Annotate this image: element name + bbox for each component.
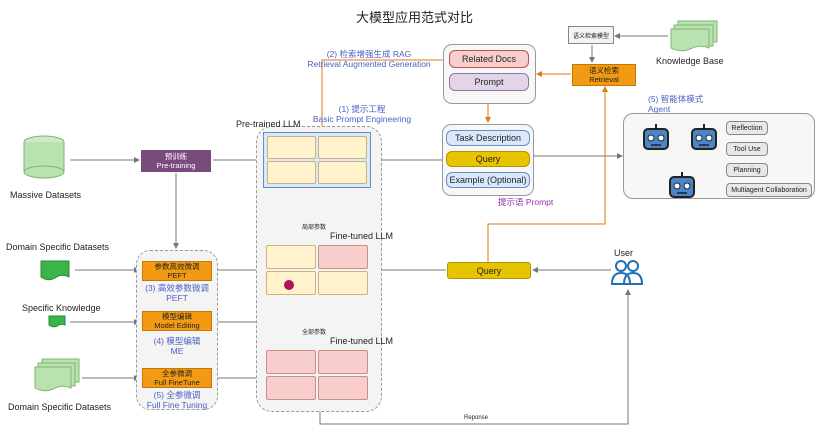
pretrained-llm-label: Pre-trained LLM [236, 119, 301, 129]
specific-knowledge-label: Specific Knowledge [22, 303, 101, 313]
fft-annotation-cn: (5) 全参微调 [153, 390, 201, 400]
massive-datasets-label: Massive Datasets [10, 190, 82, 200]
reflection-box[interactable]: Reflection [726, 121, 768, 135]
massive-datasets-icon [22, 135, 66, 179]
rag-annotation-cn: (2) 检索增强生成 RAG [326, 49, 412, 59]
peft-llm-model[interactable] [263, 242, 371, 298]
peft-box[interactable]: 参数高效微调 PEFT [142, 261, 212, 281]
knowledge-base-icon [670, 20, 718, 54]
partial-params-label: 局部参数 [302, 225, 327, 231]
bpe-annotation: (1) 提示工程 Basic Prompt Engineering [312, 104, 412, 124]
document-icon-2 [48, 315, 66, 329]
pretrained-cell [318, 161, 367, 184]
fft-en: Full FineTune [154, 378, 200, 387]
retrieval-en: Retrieval [589, 75, 619, 84]
full-finetune-box[interactable]: 全参微调 Full FineTune [142, 368, 212, 388]
user-icon[interactable] [610, 258, 644, 286]
me-annotation-en: ME [170, 346, 184, 356]
task-description-box[interactable]: Task Description [446, 130, 530, 146]
rag-annotation: (2) 检索增强生成 RAG Retrieval Augmented Gener… [302, 49, 436, 69]
planning-box[interactable]: Planning [726, 163, 768, 177]
me-annotation: (4) 模型编辑 ME [140, 336, 214, 356]
agent-annotation-cn: (5) 智能体模式 [648, 94, 704, 104]
related-docs-box[interactable]: Related Docs [449, 50, 529, 68]
tool-use-box[interactable]: Tool Use [726, 142, 768, 156]
pretraining-en: Pre-training [156, 161, 196, 170]
pretrained-cell [267, 161, 316, 184]
me-cn: 模型编辑 [162, 312, 192, 321]
peft-cell [266, 245, 316, 269]
full-finetuned-llm-model[interactable] [263, 347, 371, 403]
documents-stack-icon [34, 358, 80, 394]
rag-prompt-box[interactable]: Prompt [449, 73, 529, 91]
fft-annotation-en: Full Fine Tuning [146, 400, 208, 410]
fft-cell [318, 376, 368, 400]
prompt-query-box[interactable]: Query [446, 151, 530, 167]
knowledge-base-label: Knowledge Base [656, 56, 724, 66]
retrieval-model-box[interactable]: 语义检索模型 [568, 26, 614, 44]
pretraining-box[interactable]: 预训练 Pre-training [141, 150, 211, 172]
robot-icon [668, 172, 696, 202]
user-label: User [614, 248, 634, 258]
retrieval-cn: 语义检索 [589, 66, 619, 75]
robot-icon [690, 124, 718, 154]
finetuned-llm-label-2: Fine-tuned LLM [330, 336, 394, 346]
model-editing-box[interactable]: 模型编辑 Model Editing [142, 311, 212, 331]
rag-annotation-en: Retrieval Augmented Generation [307, 59, 431, 69]
peft-cn: 参数高效微调 [154, 262, 200, 271]
fft-cell [266, 376, 316, 400]
fft-cn: 全参微调 [162, 369, 192, 378]
query-bar[interactable]: Query [447, 262, 531, 279]
fft-cell [318, 350, 368, 374]
example-box[interactable]: Example (Optional) [446, 172, 530, 188]
prompt-annotation: 提示语 Prompt [498, 197, 554, 207]
agent-annotation: (5) 智能体模式 Agent [648, 94, 703, 114]
peft-cell [318, 271, 368, 295]
me-en: Model Editing [154, 321, 200, 330]
peft-annotation-en: PEFT [166, 293, 188, 303]
peft-cell [266, 271, 316, 295]
retrieval-model-label: 语义检索模型 [572, 33, 609, 40]
bpe-annotation-en: Basic Prompt Engineering [312, 114, 412, 124]
response-label: Reponse [464, 415, 489, 421]
me-annotation-cn: (4) 模型编辑 [153, 336, 201, 346]
fft-cell [266, 350, 316, 374]
diagram-title: 大模型应用范式对比 [355, 10, 473, 25]
pretrained-llm-model[interactable] [263, 132, 371, 188]
document-icon-1 [40, 260, 70, 282]
robot-icon [642, 124, 670, 154]
peft-cell-updated [318, 245, 368, 269]
pretrained-cell [318, 136, 367, 159]
peft-en: PEFT [167, 271, 187, 280]
peft-annotation: (3) 高效参数微调 PEFT [140, 283, 214, 303]
knowledge-edit-point-icon [284, 280, 294, 290]
finetuned-llm-label-1: Fine-tuned LLM [330, 231, 394, 241]
multiagent-box[interactable]: Multiagent Collaboration [726, 183, 812, 197]
domain-datasets-label-2: Domain Specific Datasets [8, 402, 112, 412]
pretraining-cn: 预训练 [164, 152, 188, 161]
fft-annotation: (5) 全参微调 Full Fine Tuning [140, 390, 214, 410]
retrieval-box[interactable]: 语义检索 Retrieval [572, 64, 636, 86]
full-params-label: 全部参数 [302, 330, 327, 336]
pretrained-cell [267, 136, 316, 159]
peft-annotation-cn: (3) 高效参数微调 [145, 283, 209, 293]
agent-annotation-en: Agent [648, 104, 671, 114]
domain-datasets-label-1: Domain Specific Datasets [6, 242, 110, 252]
bpe-annotation-cn: (1) 提示工程 [338, 104, 386, 114]
